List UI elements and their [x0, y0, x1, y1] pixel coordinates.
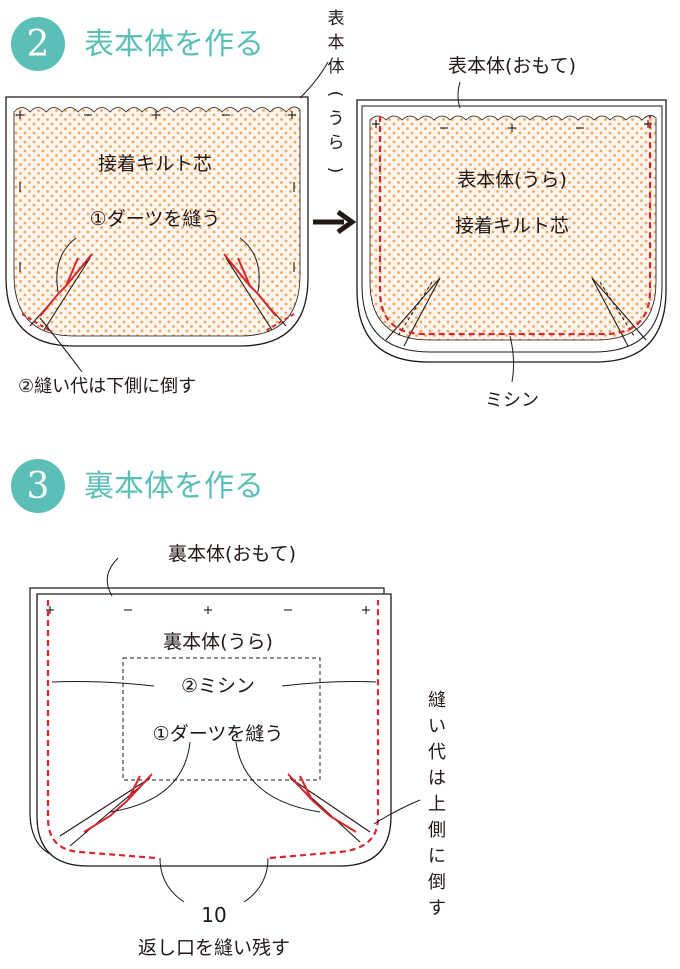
quilt-interlining-right [369, 115, 657, 341]
svg-text:は: は [428, 768, 446, 789]
step3-number: 3 [27, 466, 50, 507]
svg-text:): ) [325, 167, 345, 174]
seam-stitch-right [263, 313, 295, 333]
interlining-label-right: 接着キルト芯 [455, 215, 569, 237]
seam-stitch-left [21, 313, 53, 333]
quilt-interlining [13, 106, 301, 337]
opening-size: 10 [201, 903, 226, 927]
step2-number-badge [11, 17, 65, 71]
dart-label: ①ダーツを縫う [90, 208, 221, 230]
svg-text:縫: 縫 [428, 690, 446, 711]
lining-stitch-label: ②ミシン [181, 675, 255, 697]
registration-marks-right [372, 120, 652, 132]
outer-front-label: 表本体(おもて) [448, 55, 576, 77]
svg-text:側: 側 [428, 820, 446, 841]
left-dart-stitches [39, 253, 277, 317]
lining-dart-stitches [83, 773, 357, 833]
svg-text:倒: 倒 [428, 872, 446, 893]
svg-text:上: 上 [428, 794, 446, 815]
svg-text:(: ( [325, 91, 345, 98]
lining-seam-label-vertical: 縫 い 代 は 上 側 に 倒 す [428, 690, 446, 919]
seam-allowance-label: ②縫い代は下側に倒す [18, 376, 196, 397]
stitch-line-right [378, 116, 652, 336]
side-label-vertical: 表 本 体 ( う ら ) [325, 9, 345, 173]
svg-text:ら: ら [328, 133, 345, 153]
step3-title: 裏本体を作る [84, 469, 264, 504]
leader-lines-right [457, 81, 515, 383]
svg-text:体: 体 [328, 57, 345, 77]
interlining-label: 接着キルト芯 [98, 153, 212, 175]
step3-number-badge [11, 459, 65, 513]
leader-lines [39, 61, 329, 373]
right-darts [385, 277, 647, 347]
opening-label: 返し口を縫い残す [138, 937, 290, 959]
step2-heading: 2 表本体を作る [11, 17, 264, 71]
svg-text:本: 本 [328, 33, 345, 53]
lining-back-label: 裏本体(うら) [163, 631, 273, 653]
step3-heading: 3 裏本体を作る [11, 459, 264, 513]
svg-text:表: 表 [328, 9, 345, 29]
step2-title: 表本体を作る [84, 27, 264, 62]
step2-number: 2 [27, 24, 50, 65]
svg-text:す: す [428, 898, 446, 919]
dart-area-outline [122, 657, 321, 781]
step2-right-panel: 表本体(おもて) 表本体(うら) 接着キルト芯 ミシン [356, 55, 667, 411]
lining-front-label: 裏本体(おもて) [168, 543, 296, 565]
svg-text:い: い [428, 716, 446, 737]
step3-lining-panel: 裏本体(おもて) 裏本体(うら) ②ミシン ①ダーツを縫う 10 返し口を縫い残… [29, 543, 421, 959]
step2-left-panel: 接着キルト芯 ①ダーツを縫う ②縫い代は下側に倒す [5, 61, 329, 397]
stitch-label-right: ミシン [485, 390, 539, 411]
stitch-line-lining [46, 600, 380, 860]
lining-dart-label: ①ダーツを縫う [153, 723, 284, 745]
arrow-right-icon [313, 209, 357, 235]
lining-back-fabric [36, 593, 392, 867]
svg-text:う: う [328, 109, 345, 129]
leader-lines-lining [51, 557, 421, 903]
svg-text:に: に [428, 846, 446, 867]
svg-text:代: 代 [428, 742, 446, 763]
outer-back-label: 表本体(うら) [457, 169, 567, 191]
registration-marks [16, 111, 296, 272]
